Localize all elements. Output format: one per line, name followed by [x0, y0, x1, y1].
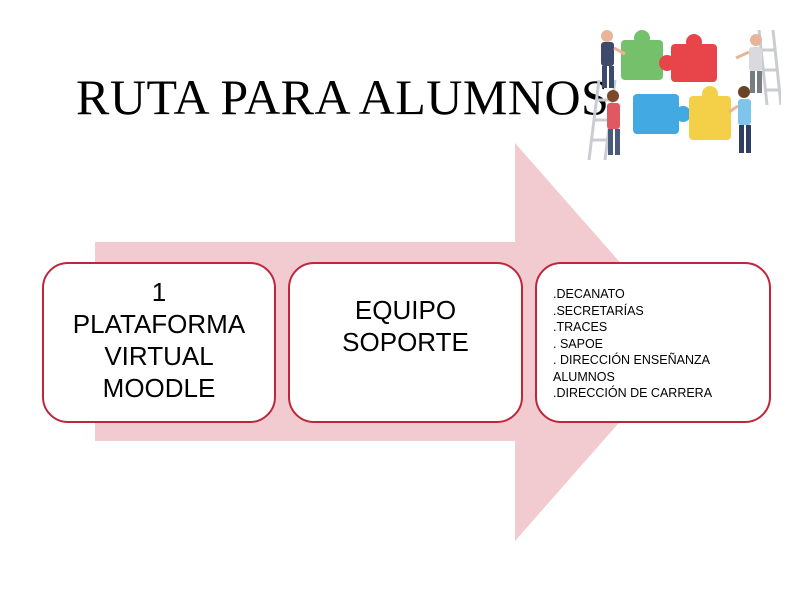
- step-box-soporte: EQUIPO SOPORTE: [288, 262, 523, 423]
- text-line: MOODLE: [102, 373, 216, 403]
- step-box-offices: .DECANATO .SECRETARÍAS .TRACES . SAPOE .…: [535, 262, 771, 423]
- list-item: . DIRECCIÓN ENSEÑANZA ALUMNOS: [553, 353, 710, 384]
- list-item: .TRACES: [553, 320, 608, 334]
- step-box-moodle-text: 1 PLATAFORMA VIRTUAL MOODLE: [44, 276, 274, 404]
- list-item: . SAPOE: [553, 336, 604, 351]
- list-item: .DECANATO: [553, 287, 625, 301]
- text-line: 1: [151, 277, 167, 307]
- puzzle-pieces: [621, 30, 731, 140]
- text-line: PLATAFORMA: [72, 309, 246, 339]
- step-box-moodle: 1 PLATAFORMA VIRTUAL MOODLE: [42, 262, 276, 423]
- list-item: .DIRECCIÓN DE CARRERA: [553, 386, 713, 400]
- page-title: RUTA PARA ALUMNOS: [76, 69, 610, 125]
- step-box-soporte-text: EQUIPO SOPORTE: [290, 294, 521, 358]
- puzzle-teamwork-icon: [587, 29, 781, 161]
- people: [601, 30, 762, 155]
- list-item: .SECRETARÍAS: [553, 303, 644, 318]
- text-line: SOPORTE: [342, 327, 469, 357]
- text-line: EQUIPO: [354, 295, 457, 325]
- office-list: .DECANATO .SECRETARÍAS .TRACES . SAPOE .…: [553, 286, 761, 402]
- text-line: VIRTUAL: [104, 341, 214, 371]
